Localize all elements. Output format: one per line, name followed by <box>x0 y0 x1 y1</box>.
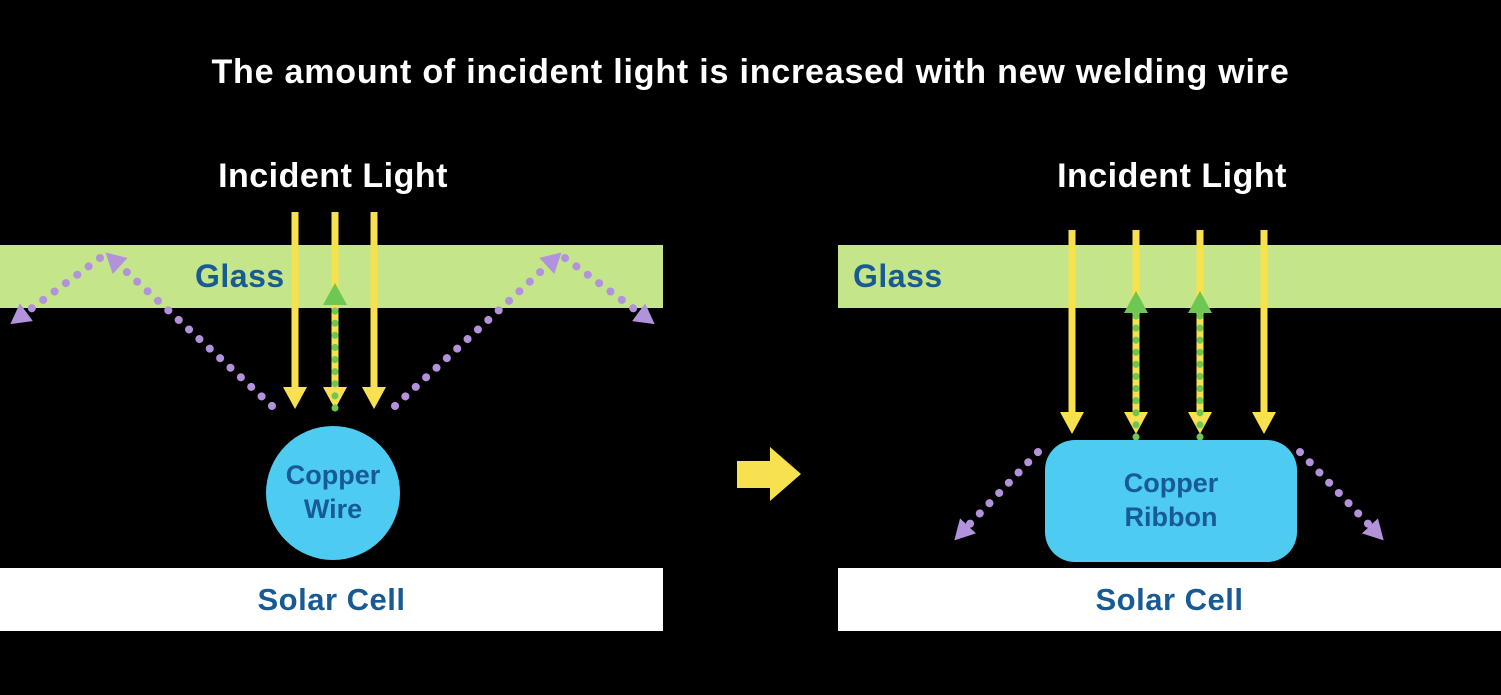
copper-wire-label-line2: Wire <box>303 494 363 524</box>
copper-wire-shape: Copper Wire <box>266 426 400 560</box>
copper-ribbon-shape: Copper Ribbon <box>1045 440 1297 562</box>
reflected-arrows-right <box>1124 291 1212 441</box>
solar-cell-left: Solar Cell <box>0 568 663 631</box>
solar-cell-label-left: Solar Cell <box>257 581 406 617</box>
copper-wire-label-line1: Copper <box>285 460 381 491</box>
copper-ribbon-label-line1: Copper <box>1123 468 1219 499</box>
glass-layer-right: Glass <box>838 245 1501 308</box>
solar-cell-label-right: Solar Cell <box>1095 581 1244 617</box>
diagram-title: The amount of incident light is increase… <box>211 53 1290 91</box>
copper-ribbon-label-line2: Ribbon <box>1124 502 1218 532</box>
incident-light-label-right: Incident Light <box>1057 157 1287 195</box>
transition-arrow-icon <box>737 447 801 501</box>
scattered-arrow-icon <box>1296 448 1384 541</box>
scattered-arrow-icon <box>954 448 1042 541</box>
glass-label-right: Glass <box>853 258 943 294</box>
glass-label-left: Glass <box>195 258 285 294</box>
glass-layer-left: Glass <box>0 245 663 308</box>
solar-cell-right: Solar Cell <box>838 568 1501 631</box>
incident-light-label-left: Incident Light <box>218 157 448 195</box>
